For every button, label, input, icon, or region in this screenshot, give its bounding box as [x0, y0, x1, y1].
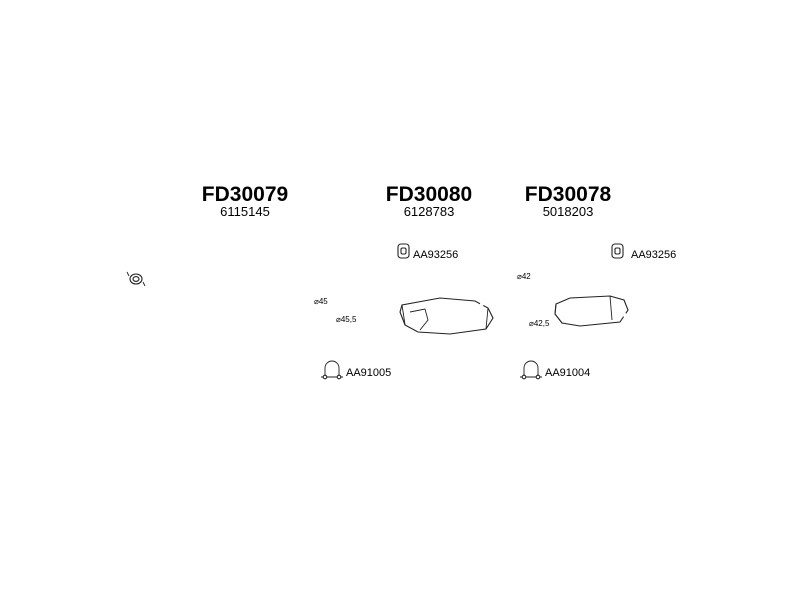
- flange-icon: [126, 271, 146, 287]
- part-code-middle-silencer: FD30080: [386, 183, 472, 206]
- oe-number-rear-silencer: 5018203: [543, 204, 594, 219]
- dimension-label-45-5: ⌀45,5: [336, 315, 357, 324]
- pipe-clamp-icon: [520, 360, 542, 380]
- dimension-label-42-5: ⌀42,5: [529, 319, 550, 328]
- clamp-label-2: AA91004: [545, 367, 590, 379]
- clamp-label-1: AA91005: [346, 367, 391, 379]
- oe-number-front-pipe: 6115145: [220, 204, 270, 219]
- dimension-label-42: ⌀42: [517, 272, 531, 281]
- hanger-label-1: AA93256: [413, 249, 458, 261]
- oe-number-middle-silencer: 6128783: [404, 204, 455, 219]
- rubber-hanger-icon: [611, 243, 624, 259]
- pipe-clamp-icon: [321, 360, 343, 380]
- part-code-front-pipe: FD30079: [202, 183, 288, 206]
- hanger-label-2: AA93256: [631, 249, 676, 261]
- part-code-rear-silencer: FD30078: [525, 183, 612, 206]
- rear-silencer-part: [531, 295, 676, 328]
- middle-silencer-part: [335, 280, 528, 335]
- dimension-label-45: ⌀45: [314, 297, 328, 306]
- front-pipe-part: [126, 271, 329, 325]
- rubber-hanger-icon: [397, 243, 410, 259]
